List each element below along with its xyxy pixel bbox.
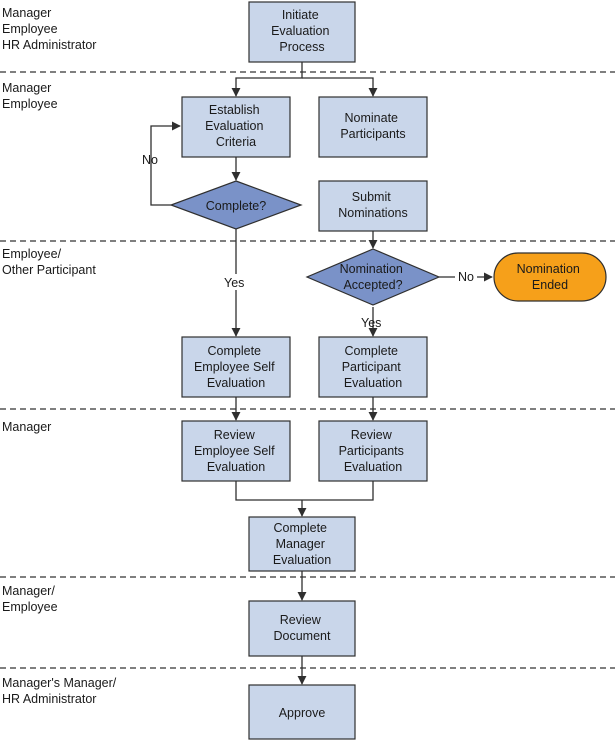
- complete-decision-label: Complete?: [206, 199, 266, 213]
- nominate-participants-node[interactable]: Nominate Participants: [318, 96, 428, 158]
- complete-self-evaluation-label: Complete Employee Self Evaluation: [194, 344, 278, 390]
- submit-nominations-label: Submit Nominations: [338, 190, 407, 220]
- review-document-box: [248, 600, 356, 657]
- establish-criteria-node[interactable]: Establish Evaluation Criteria: [181, 96, 291, 158]
- approve-box: [248, 684, 356, 740]
- complete-self-evaluation-node[interactable]: Complete Employee Self Evaluation: [181, 336, 291, 398]
- establish-criteria-label: Establish Evaluation Criteria: [205, 103, 267, 149]
- nomination-ended-terminal: [493, 252, 607, 302]
- review-self-evaluation-node[interactable]: Review Employee Self Evaluation: [181, 420, 291, 482]
- initiate-evaluation-node[interactable]: Initiate Evaluation Process: [248, 1, 356, 63]
- approve-label: Approve: [279, 706, 326, 720]
- complete-decision-diamond: [169, 180, 303, 230]
- submit-nominations-box: [318, 180, 428, 232]
- complete-participant-evaluation-label: Complete Participant Evaluation: [342, 344, 405, 390]
- connectors: [150, 62, 493, 685]
- review-self-evaluation-label: Review Employee Self Evaluation: [194, 428, 278, 474]
- complete-self-evaluation-box: [181, 336, 291, 398]
- initiate-evaluation-box: [248, 1, 356, 63]
- initiate-evaluation-label: Initiate Evaluation Process: [271, 8, 333, 54]
- lane-label-manager-employee-review: Manager/ Employee: [2, 584, 58, 614]
- review-participants-evaluation-node[interactable]: Review Participants Evaluation: [318, 420, 428, 482]
- nomination-ended-node[interactable]: Nomination Ended: [493, 252, 607, 302]
- nomination-accepted-label: Nomination Accepted?: [340, 262, 407, 292]
- lane-label-manager-employee: Manager Employee: [2, 81, 58, 111]
- complete-decision-node[interactable]: Complete?: [169, 180, 303, 230]
- connector-initiate-to-establish: [231, 62, 303, 97]
- connector-no-loop: [150, 121, 181, 206]
- edge-label-yes-complete: Yes: [224, 276, 244, 290]
- review-participants-evaluation-label: Review Participants Evaluation: [339, 428, 408, 474]
- review-self-evaluation-box: [181, 420, 291, 482]
- edge-label-background: [220, 274, 250, 290]
- edge-labels: No Yes No Yes: [142, 153, 477, 330]
- lane-labels: Manager Employee HR Administrator Manage…: [2, 6, 120, 706]
- edge-label-no-loop: No: [142, 153, 158, 167]
- approve-node[interactable]: Approve: [248, 684, 356, 740]
- swimlane-dividers: [0, 71, 615, 669]
- edge-label-yes-nomination: Yes: [361, 316, 381, 330]
- complete-manager-evaluation-label: Complete Manager Evaluation: [273, 521, 331, 567]
- lane-label-initiators: Manager Employee HR Administrator: [2, 6, 96, 52]
- establish-criteria-box: [181, 96, 291, 158]
- lane-label-employee-participant: Employee/ Other Participant: [2, 247, 96, 277]
- complete-manager-evaluation-box: [248, 516, 356, 572]
- nominate-participants-box: [318, 96, 428, 158]
- connector-initiate-to-nominate: [302, 77, 378, 97]
- complete-manager-evaluation-node[interactable]: Complete Manager Evaluation: [248, 516, 356, 572]
- edge-label-no-nomination: No: [458, 270, 474, 284]
- complete-participant-evaluation-box: [318, 336, 428, 398]
- submit-nominations-node[interactable]: Submit Nominations: [318, 180, 428, 232]
- lane-label-manager: Manager: [2, 420, 51, 434]
- lane-label-approvers: Manager's Manager/ HR Administrator: [2, 676, 120, 706]
- nomination-ended-label: Nomination Ended: [517, 262, 584, 292]
- edge-label-background: [455, 269, 477, 285]
- nominate-participants-label: Nominate Participants: [340, 111, 405, 141]
- complete-participant-evaluation-node[interactable]: Complete Participant Evaluation: [318, 336, 428, 398]
- nomination-accepted-node[interactable]: Nomination Accepted?: [305, 248, 441, 306]
- connector-review-merge: [235, 481, 374, 501]
- review-document-node[interactable]: Review Document: [248, 600, 356, 657]
- review-participants-evaluation-box: [318, 420, 428, 482]
- nomination-accepted-diamond: [305, 248, 441, 306]
- review-document-label: Review Document: [274, 613, 331, 643]
